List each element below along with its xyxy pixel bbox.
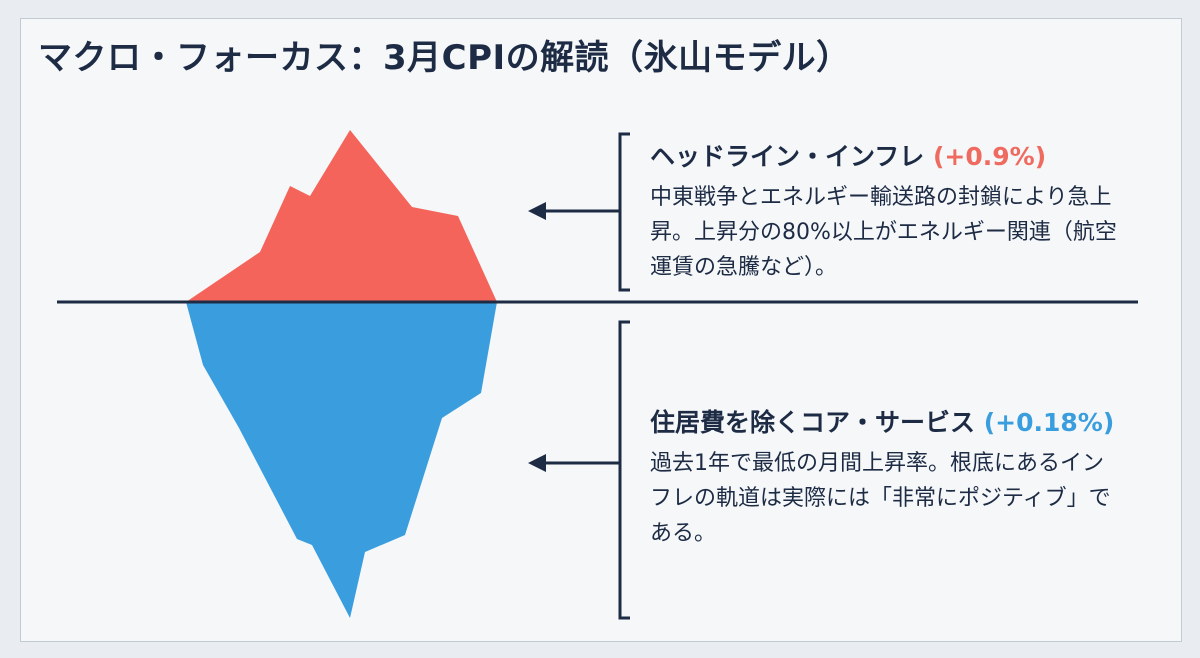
bottom-arrow-icon bbox=[528, 454, 546, 472]
top-arrow-icon bbox=[528, 202, 546, 220]
core-services-heading: 住居費を除くコア・サービス (+0.18%) bbox=[650, 404, 1150, 442]
core-services-block: 住居費を除くコア・サービス (+0.18%) 過去1年で最低の月間上昇率。根底に… bbox=[650, 404, 1150, 551]
headline-inflation-value: (+0.9%) bbox=[932, 142, 1047, 171]
iceberg-base bbox=[186, 302, 497, 618]
top-bracket bbox=[618, 132, 630, 292]
iceberg-tip bbox=[186, 130, 497, 302]
headline-inflation-heading: ヘッドライン・インフレ (+0.9%) bbox=[650, 138, 1150, 176]
core-services-label: 住居費を除くコア・サービス bbox=[650, 408, 976, 437]
headline-inflation-block: ヘッドライン・インフレ (+0.9%) 中東戦争とエネルギー輸送路の封鎖により急… bbox=[650, 138, 1150, 285]
headline-inflation-description: 中東戦争とエネルギー輸送路の封鎖により急上昇。上昇分の80%以上がエネルギー関連… bbox=[650, 185, 1117, 280]
headline-inflation-label: ヘッドライン・インフレ bbox=[650, 142, 925, 171]
core-services-description: 過去1年で最低の月間上昇率。根底にあるインフレの軌道は実際には「非常にポジティブ… bbox=[650, 451, 1111, 546]
bottom-bracket bbox=[618, 320, 630, 620]
core-services-value: (+0.18%) bbox=[983, 408, 1115, 437]
page-title: マクロ・フォーカス：3月CPIの解読（氷山モデル） bbox=[38, 38, 851, 78]
